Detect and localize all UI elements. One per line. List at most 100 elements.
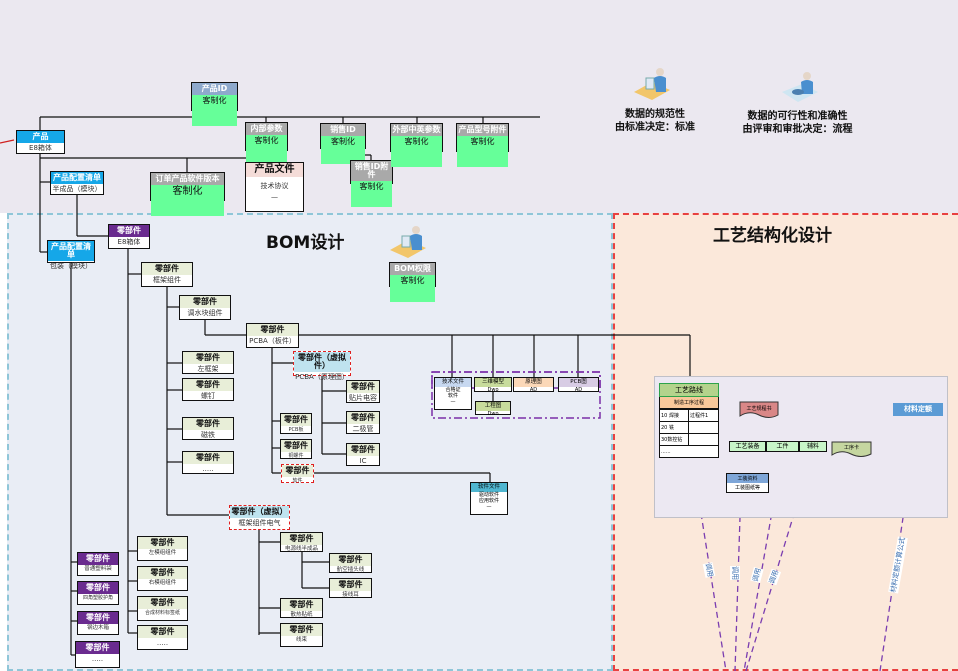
part-body: ..... [156, 639, 169, 647]
node-body: 包装（模块） [50, 262, 92, 270]
part-header: 零部件 [78, 582, 118, 594]
note-standard: 数据的规范性 由标准决定：标准 [600, 108, 710, 134]
node-config-semi[interactable]: 产品配置清单 半成品（模块） [50, 171, 104, 195]
part-copper[interactable]: 零部件 铜螺件 [280, 439, 312, 459]
doc-header: 软件文件 [471, 483, 507, 492]
part-header: 零部件 [347, 412, 379, 424]
part-header: 零部件 [180, 296, 230, 308]
node-header: 产品文件 [246, 163, 303, 177]
part-screw[interactable]: 零部件 螺钉 [182, 378, 234, 401]
part-body: ..... [202, 465, 214, 473]
part-body: 螺钉 [201, 392, 215, 400]
part-harness[interactable]: 零部件 线束 [280, 623, 323, 647]
part-ic[interactable]: 零部件 IC [346, 443, 380, 466]
table-row: 20 铣 [659, 421, 719, 434]
part-waterproof[interactable]: 零部件 调水块组件 [179, 295, 231, 320]
part-magnet[interactable]: 零部件 磁铁 [182, 417, 234, 440]
doc-software-file[interactable]: 软件文件 驱动软件 应用软件 — [470, 482, 508, 515]
process-workpiece[interactable]: 工件 [766, 441, 799, 452]
part-header: 零部件 [138, 567, 187, 579]
process-route[interactable]: 工艺路线 制造工序过程 10 焊接过程件1 20 铣 30数控钻 ...... [659, 383, 719, 458]
part-header: 零部件 [183, 452, 233, 464]
part-header: 零部件 [138, 626, 187, 638]
part-header: 零部件 [282, 465, 313, 477]
doc-header: 工程图 [476, 402, 510, 411]
part-aviation-cable[interactable]: 零部件 航空插头线 [329, 553, 372, 573]
node-body: 客制化 [151, 185, 224, 216]
op-note [688, 433, 719, 446]
table-row: ...... [659, 445, 719, 458]
part-lug[interactable]: 零部件 接线耳 [329, 578, 372, 598]
part-corner-guard[interactable]: 零部件 四角塑胶护角 [77, 581, 119, 605]
doc-pcb-drawing[interactable]: PCB图 AD [558, 377, 599, 393]
part-body: 左框架 [197, 365, 219, 373]
part-right-module[interactable]: 零部件 右模组组件 [137, 566, 188, 591]
part-wood-crate[interactable]: 零部件 钢边木箱 [77, 611, 119, 635]
part-pcba-virtual[interactable]: 零部件（虚拟件） PCBA（原理图） [293, 351, 351, 381]
part-power-cable[interactable]: 零部件 电源线半成品 [280, 532, 323, 552]
part-composite-label[interactable]: 零部件 合成材料标签纸 [137, 596, 188, 621]
node-config-pack[interactable]: 产品配置清单 包装（模块） [47, 240, 95, 270]
table-row: 30数控钻 [659, 433, 719, 446]
part-pack-more[interactable]: 零部件 ..... [75, 641, 120, 668]
node-header: 销售ID [321, 124, 365, 136]
process-spec-doc[interactable] [739, 401, 779, 419]
node-body: 客制化 [391, 136, 442, 167]
node-header: 产品配置清单 [51, 172, 103, 184]
part-frame[interactable]: 零部件 框架组件 [141, 262, 193, 287]
part-body: PCB板 [288, 427, 304, 433]
part-header: 零部件 [78, 553, 118, 565]
work-card-doc[interactable] [831, 441, 872, 458]
work-card-label: 工序卡 [843, 445, 859, 451]
op-cell: 10 焊接 [659, 409, 689, 422]
doc-line: Dwo [487, 410, 499, 417]
note-standard-line1: 数据的规范性 [625, 109, 685, 120]
process-aux-material[interactable]: 辅料 [799, 441, 827, 452]
part-heat-pad[interactable]: 零部件 散热贴纸 [280, 598, 323, 618]
doc-schematic[interactable]: 原理图 AD [513, 377, 554, 393]
op-cell: 20 铣 [659, 421, 689, 434]
node-sales-id[interactable]: 销售ID 客制化 [320, 123, 366, 164]
node-order-software[interactable]: 订单产品软件版本 客制化 [150, 172, 225, 216]
part-header: 零部件 [330, 554, 371, 566]
process-equipment[interactable]: 工艺装备 [729, 441, 766, 452]
node-model-attach[interactable]: 产品型号附件 客制化 [456, 123, 509, 167]
node-internal-params[interactable]: 内部参数 客制化 [245, 122, 288, 166]
node-sales-id-attach[interactable]: 销售ID附件 客制化 [350, 160, 393, 207]
part-left-frame[interactable]: 零部件 左框架 [182, 351, 234, 374]
person-review-icon [782, 72, 818, 102]
doc-2d-drawing[interactable]: 工程图 Dwo [475, 401, 511, 417]
node-bom-permission[interactable]: BOM权限 客制化 [389, 262, 436, 302]
part-body: 接线耳 [342, 592, 359, 598]
doc-header: 三维模型 [475, 378, 511, 387]
node-body: 客制化 [192, 95, 237, 126]
part-body: 贴片电容 [349, 394, 377, 402]
part-chip-capacitor[interactable]: 零部件 贴片电容 [346, 380, 380, 403]
op-cell: 30数控钻 [659, 433, 689, 446]
part-body: 四角塑胶护角 [82, 595, 113, 601]
node-body: 客制化 [390, 275, 435, 302]
part-body: 左模组组件 [148, 550, 177, 556]
person-computer-icon [634, 68, 670, 100]
node-external-params[interactable]: 外部中英参数 客制化 [390, 123, 443, 167]
part-pcb[interactable]: 零部件 PCB板 [280, 413, 312, 434]
part-module-more[interactable]: 零部件 ..... [137, 625, 188, 650]
node-product-id[interactable]: 产品ID 客制化 [191, 82, 238, 126]
material-quota[interactable]: 材料定额 [893, 403, 943, 416]
doc-3d-model[interactable]: 三维模型 Dwo [474, 377, 512, 393]
node-product-doc[interactable]: 产品文件 技术协议 — [245, 162, 304, 212]
part-frame-more[interactable]: 零部件 ..... [182, 451, 234, 474]
part-left-module[interactable]: 零部件 左模组组件 [137, 536, 188, 561]
note-process: 数据的可行性和准确性 由评审和审批决定：流程 [730, 110, 865, 136]
part-body: 右模组组件 [148, 580, 177, 586]
part-diode[interactable]: 零部件 二极管 [346, 411, 380, 434]
part-software[interactable]: 零部件 软件 [281, 464, 314, 484]
part-pcba[interactable]: 零部件 PCBA（板件） [246, 323, 299, 348]
node-product[interactable]: 产品 E8箱体 [16, 130, 65, 154]
tooling-data[interactable]: 工装资料 工装图纸等 [726, 473, 769, 493]
doc-tech-file[interactable]: 技术文件 合格证 软件 — [434, 377, 472, 410]
part-elec-virtual[interactable]: 零部件（虚拟） 框架组件电气 [229, 505, 290, 530]
note-standard-line2: 由标准决定：标准 [615, 122, 695, 133]
part-plastic-bag[interactable]: 零部件 普通塑料袋 [77, 552, 119, 576]
part-e8[interactable]: 零部件 E8箱体 [108, 224, 150, 249]
